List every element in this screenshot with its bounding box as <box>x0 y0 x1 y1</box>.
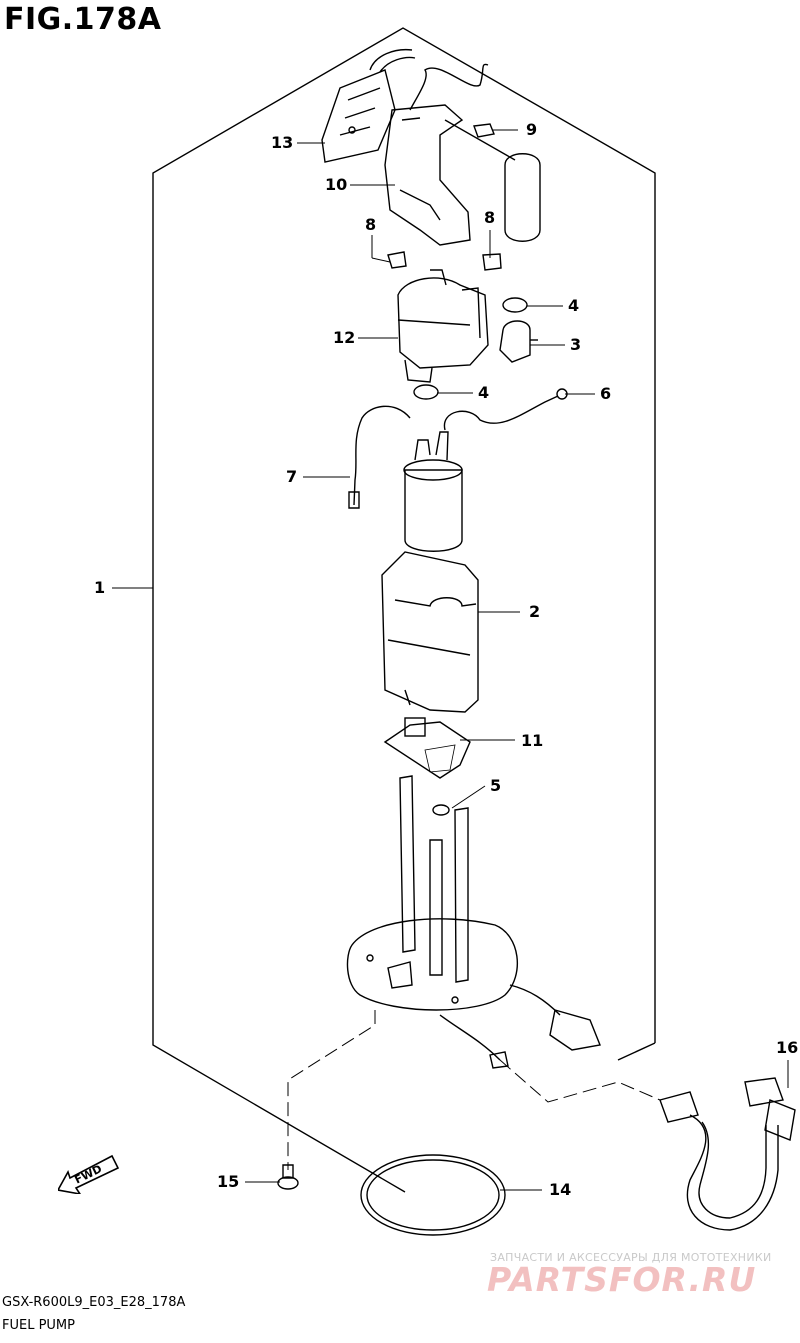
callout-12: 12 <box>333 328 356 347</box>
fwd-arrow-icon: FWD <box>58 1154 120 1194</box>
assembly-boundary-cut <box>617 1042 656 1061</box>
part-2-case <box>381 551 479 713</box>
part-13-bracket <box>321 48 416 163</box>
callout-11: 11 <box>521 731 544 750</box>
callout-15: 15 <box>217 1172 240 1191</box>
part-5-oring <box>432 804 450 816</box>
part-10-plate <box>384 63 516 246</box>
watermark-logo: PARTSFOR.RU <box>487 1260 757 1299</box>
callout-6: 6 <box>600 384 612 403</box>
part-11-filter <box>383 717 471 779</box>
figure-title: FIG.178A <box>4 2 162 37</box>
part-9-clip <box>473 123 495 138</box>
part-15-screw <box>277 1164 299 1190</box>
callout-9: 9 <box>526 120 538 139</box>
float <box>504 153 541 242</box>
part-16-hose <box>659 1077 796 1231</box>
fuel-pump-motor <box>403 431 463 552</box>
part-3-regulator <box>499 320 538 363</box>
assembly-boundary <box>152 27 656 1193</box>
callout-10: 10 <box>325 175 348 194</box>
callout-16: 16 <box>776 1038 799 1057</box>
figure-code: GSX-R600L9_E03_E28_178A <box>2 1295 186 1310</box>
part-12-housing <box>397 269 489 383</box>
part-8-bolt-right <box>482 253 502 271</box>
callout-7: 7 <box>286 467 298 486</box>
part-4-oring-lower <box>413 384 439 400</box>
callout-4-upper: 4 <box>568 296 580 315</box>
figure-name: FUEL PUMP <box>2 1318 75 1333</box>
part-6-lead-wire <box>443 388 568 431</box>
fuel-outlet-connector <box>439 984 601 1069</box>
callout-8-right: 8 <box>484 208 496 227</box>
phantom-lines <box>287 1010 661 1170</box>
part-4-oring-upper <box>502 297 528 313</box>
callout-1: 1 <box>94 578 106 597</box>
pump-bracket-base <box>346 775 519 1011</box>
callout-2: 2 <box>529 602 541 621</box>
callout-4-lower: 4 <box>478 383 490 402</box>
part-7-lead-wire <box>348 405 411 509</box>
part-8-bolt-left <box>387 251 407 269</box>
watermark-tagline: ЗАПЧАСТИ И АКСЕССУАРЫ ДЛЯ МОТОТЕХНИКИ <box>490 1251 772 1264</box>
callout-5: 5 <box>490 776 502 795</box>
callout-8-left: 8 <box>365 215 377 234</box>
callout-13: 13 <box>271 133 294 152</box>
callout-14: 14 <box>549 1180 572 1199</box>
callout-3: 3 <box>570 335 582 354</box>
part-14-gasket <box>360 1154 506 1236</box>
leader-lines <box>112 129 789 1191</box>
